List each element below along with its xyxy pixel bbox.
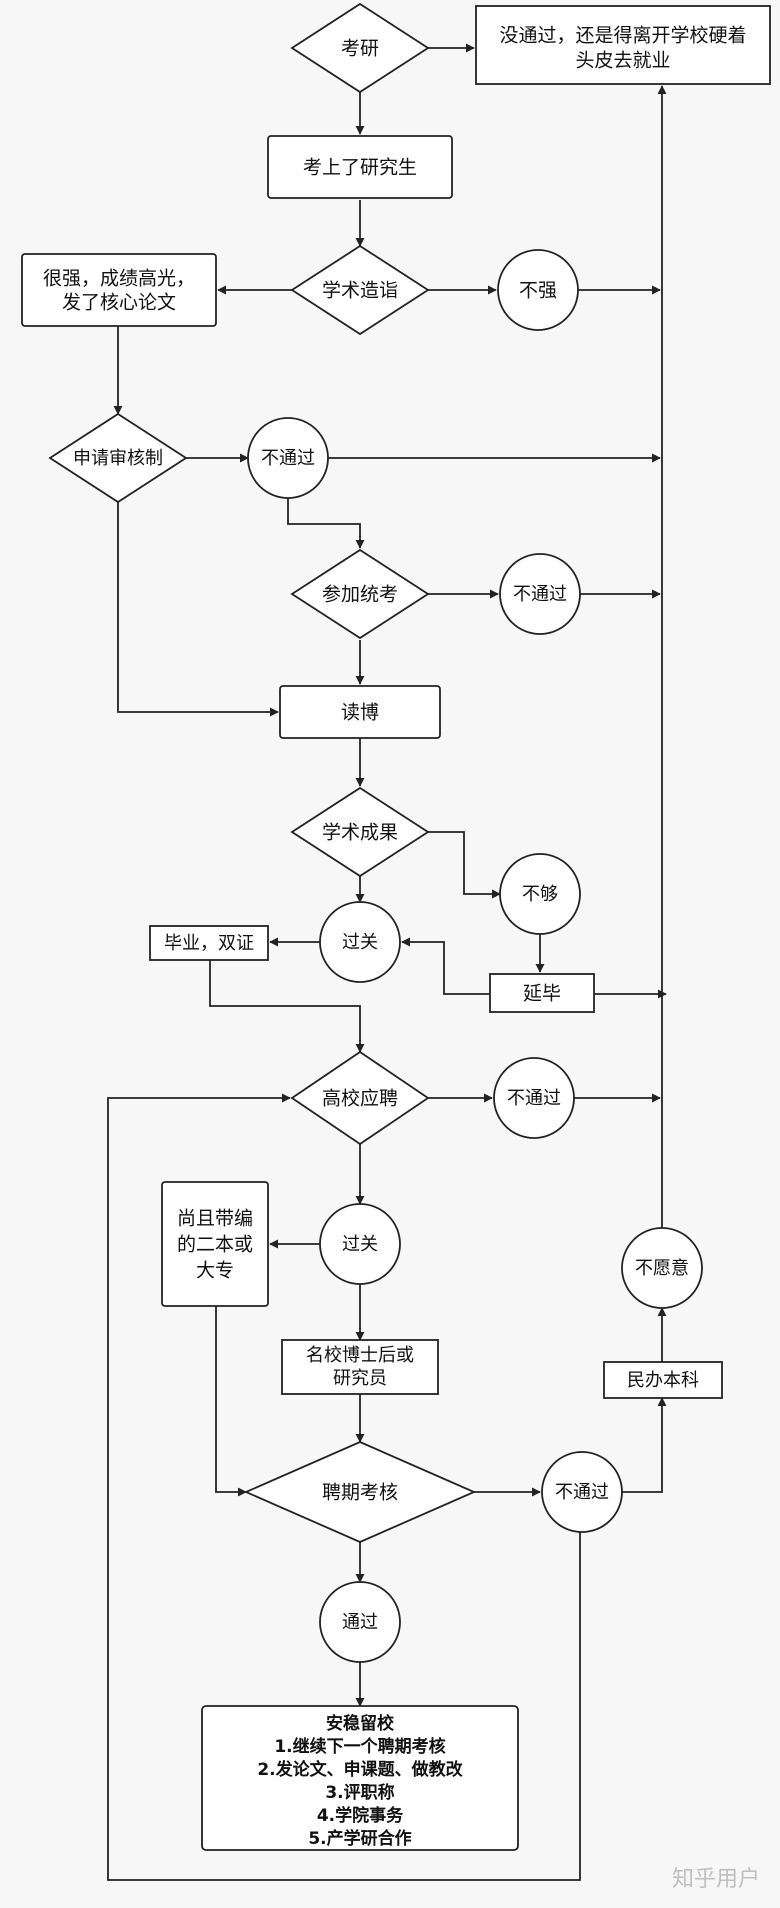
label-apply-review: 申请审核制 [73,448,163,469]
node-stay [201,1705,519,1851]
edges [107,43,667,1881]
node-phd [279,685,441,739]
node-unified-exam [290,548,430,640]
label-fail-job-line2: 头皮去就业 [575,50,670,72]
label-ability: 学术造诣 [322,280,398,302]
label-fail-2: 不通过 [513,584,567,605]
label-stay-title: 安稳留校 [326,1713,395,1734]
label-not-strong: 不强 [519,280,557,302]
nodes: 考研 没通过，还是得离开学校硬着 头皮去就业 考上了研究生 学术造诣 很强，成绩… [21,2,771,1851]
label-review: 聘期考核 [322,1482,398,1504]
node-ability [290,244,430,336]
node-review [243,1441,477,1543]
edge-fail4-to-private [622,1397,667,1493]
node-graduate [149,925,269,961]
node-strong [21,253,217,327]
node-not-strong [497,249,579,331]
label-delay: 延毕 [523,983,561,1005]
node-fail-1 [247,417,329,499]
edge-achievement-to-not-enough [428,831,501,899]
node-delay [489,973,595,1013]
node-admitted [267,135,453,199]
edge-fail4-loop-to-job [107,1093,581,1881]
label-lower-school-line2: 的二本或 [177,1234,253,1256]
edge-lower-to-review [215,1306,247,1497]
edge-graduate-to-job [209,960,365,1053]
label-stay-item3: 3.评职称 [325,1782,394,1803]
label-admitted: 考上了研究生 [303,157,417,179]
node-pass-3 [319,1581,401,1663]
node-unwilling [621,1227,703,1309]
label-postdoc-line1: 名校博士后或 [306,1345,414,1366]
label-pass-2: 过关 [342,1234,378,1255]
label-stay-item1: 1.继续下一个聘期考核 [274,1736,445,1757]
node-lower-school [161,1181,269,1307]
label-private-college: 民办本科 [627,1370,699,1391]
label-stay-item5: 5.产学研合作 [308,1828,411,1849]
node-fail-2 [499,553,581,635]
label-fail-job-line1: 没通过，还是得离开学校硬着 [499,25,746,47]
node-job-apply [290,1050,430,1146]
label-postdoc-line2: 研究员 [333,1368,387,1389]
label-achievement: 学术成果 [322,822,398,844]
node-fail-3 [493,1057,575,1139]
label-graduate: 毕业，双证 [164,933,254,954]
label-lower-school-line1: 尚且带编 [177,1208,253,1230]
edge-apply-to-phd [117,502,279,717]
label-pass-3: 通过 [342,1612,378,1633]
edge-delay-to-pass1 [401,937,490,995]
label-unified-exam: 参加统考 [322,584,398,606]
label-phd: 读博 [341,702,379,724]
label-stay-item2: 2.发论文、申课题、做教改 [257,1759,463,1780]
label-strong-line2: 发了核心论文 [62,292,176,314]
node-postdoc [281,1339,439,1395]
node-pass-2 [319,1203,401,1285]
node-fail-4 [541,1451,623,1533]
node-apply-review [48,412,188,504]
label-stay-item4: 4.学院事务 [317,1805,404,1826]
label-not-enough: 不够 [522,884,558,905]
watermark: 知乎用户 [672,1867,760,1892]
label-fail-1: 不通过 [261,448,315,469]
node-private-college [603,1361,723,1399]
node-pass-1 [319,901,401,983]
label-exam: 考研 [341,38,379,60]
node-exam [290,2,430,94]
label-lower-school-line3: 大专 [196,1260,234,1282]
label-unwilling: 不愿意 [635,1258,689,1279]
node-achievement [290,786,430,878]
label-job-apply: 高校应聘 [322,1088,398,1110]
label-fail-3: 不通过 [507,1088,561,1109]
label-fail-4: 不通过 [555,1482,609,1503]
node-not-enough [499,853,581,935]
label-pass-1: 过关 [342,932,378,953]
edge-fail1-to-unified [287,498,365,549]
label-strong-line1: 很强，成绩高光， [43,268,195,290]
node-fail-job [475,5,771,85]
